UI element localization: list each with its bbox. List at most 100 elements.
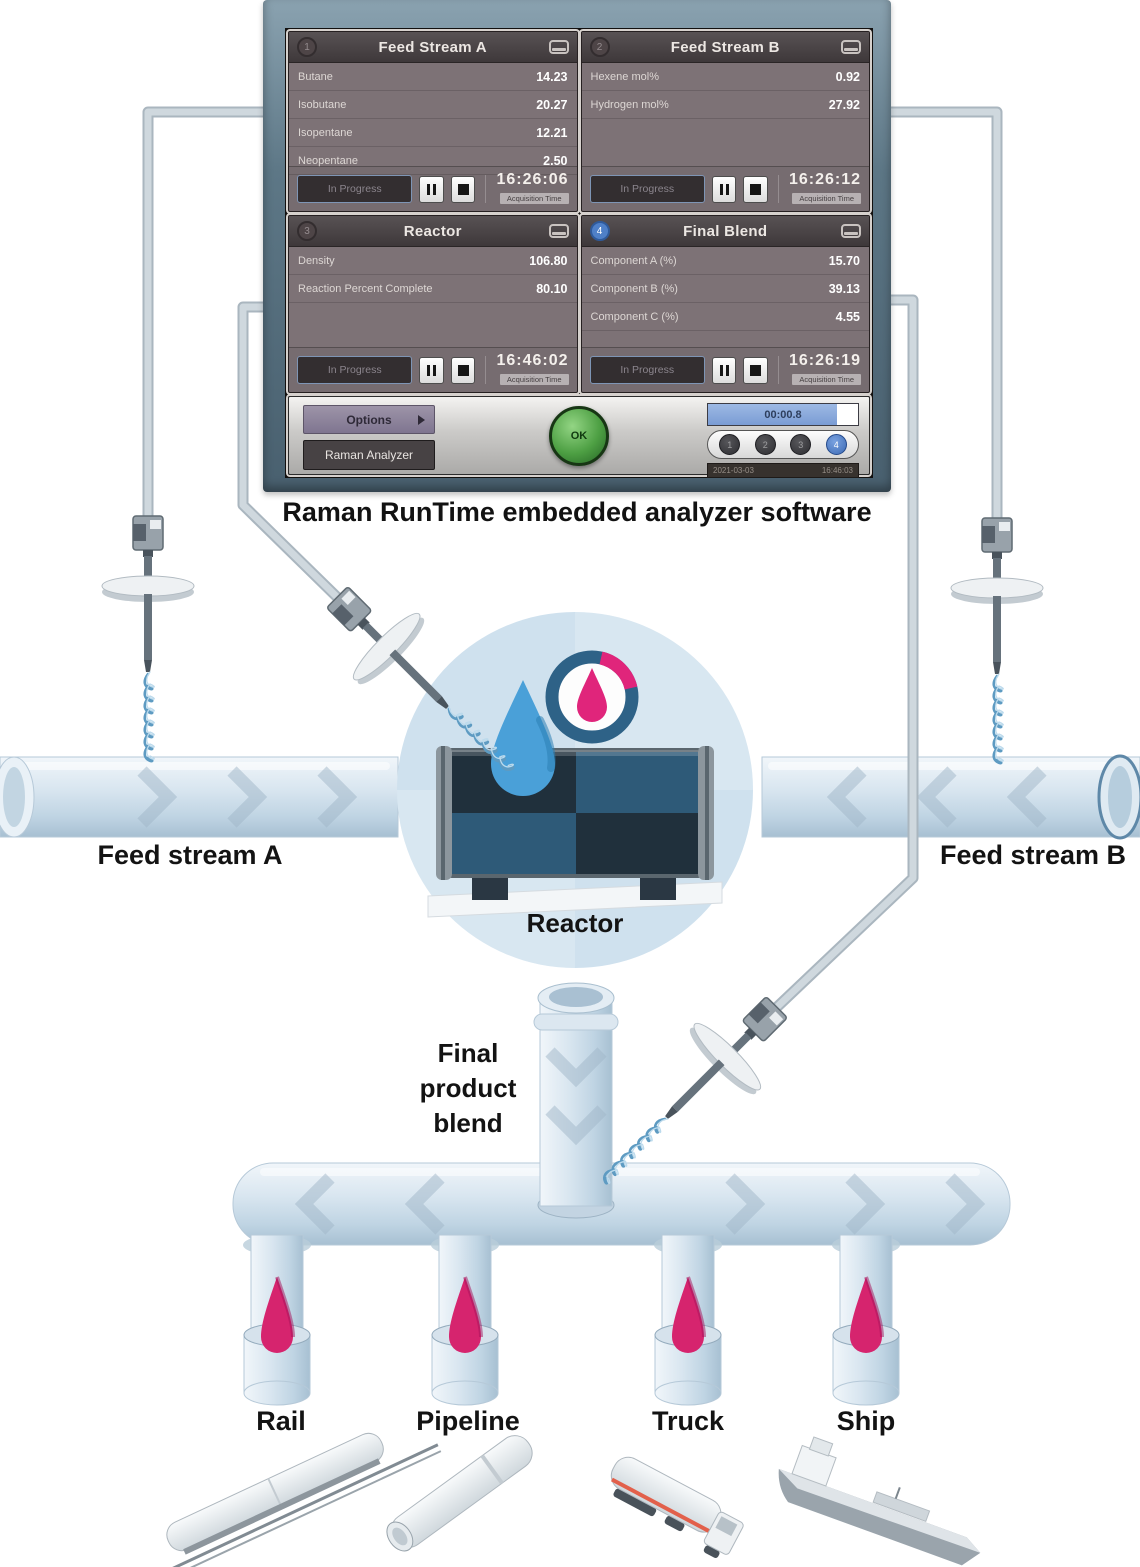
date-time-bar: 2021-03-03 16:46:03 [707,463,859,478]
time-value: 16:46:02 [496,352,569,369]
panel-footer: In Progress 16:26:06 Acquisition Time [289,166,577,211]
panel-reactor: 3 Reactor Density 106.80 Reaction Percen… [288,215,578,393]
rail-label: Rail [256,1406,306,1436]
acquisition-progress-bar: 00:00.8 [707,403,859,426]
measurement-row: Component A (%) 15.70 [581,247,869,275]
row-label: Density [298,254,335,267]
options-label: Options [346,412,392,427]
stop-icon [457,364,469,376]
row-value: 80.10 [536,281,568,296]
row-label: Hydrogen mol% [590,98,669,111]
row-label: Component C (%) [590,310,679,323]
row-value: 39.13 [828,281,860,296]
panel-feed-stream-b: 2 Feed Stream B Hexene mol% 0.92 Hydroge… [580,31,870,212]
raman-analyzer-button[interactable]: Raman Analyzer [303,440,435,470]
row-value: 4.55 [835,309,860,324]
stop-button[interactable] [743,356,768,384]
pause-icon [719,183,723,195]
feed-stream-a-label: Feed stream A [97,840,283,870]
stop-icon [750,364,762,376]
pause-icon [427,364,431,376]
detector-icon [841,40,861,54]
channel-selector: 1 2 3 4 [707,430,859,459]
panel-header: 1 Feed Stream A [289,32,577,63]
reactor-illustration [397,612,753,968]
panel-title: Final Blend [683,222,768,240]
pause-button[interactable] [419,175,444,203]
outlet-truck [653,1233,723,1407]
footer-divider [777,175,779,203]
panel-title: Reactor [403,222,462,240]
row-label: Isobutane [298,98,347,111]
options-button[interactable]: Options [303,405,435,434]
panel-feed-stream-a: 1 Feed Stream A Butane 14.23 Isobutane 2… [288,31,578,212]
stop-button[interactable] [450,175,476,203]
acquisition-time: 16:26:19 Acquisition Time [789,353,861,387]
measurement-row: Isobutane 20.27 [289,91,577,119]
pause-icon [719,364,723,376]
pause-button[interactable] [419,356,444,384]
reactor-tank-icon [436,746,714,900]
acquisition-time: 16:46:02 Acquisition Time [496,352,569,387]
row-value: 0.92 [835,69,860,84]
stop-icon [750,183,762,195]
row-label: Hexene mol% [590,70,659,83]
channel-2-button[interactable]: 2 [754,434,776,455]
measurement-row: Component C (%) 4.55 [581,303,869,331]
panel-title: Feed Stream A [378,38,487,56]
probe-feed-b [949,516,1045,765]
truck-label: Truck [651,1406,725,1436]
status-button[interactable]: In Progress [297,356,413,384]
channel-4-button[interactable]: 4 [825,434,847,455]
pause-button[interactable] [711,175,737,203]
status-button[interactable]: In Progress [589,356,705,384]
detector-icon [841,224,861,238]
stop-button[interactable] [450,356,476,384]
row-label: Component B (%) [590,282,678,295]
row-value: 27.92 [828,97,860,112]
ok-button[interactable]: OK [549,406,609,466]
measurement-rows: Butane 14.23 Isobutane 20.27 Isopentane … [289,63,577,175]
panel-footer: In Progress 16:46:02 Acquisition Time [289,347,577,392]
panel-header: 3 Reactor [289,216,577,247]
runtime-screen: 1 Feed Stream A Butane 14.23 Isobutane 2… [285,28,873,478]
row-label: Neopentane [298,154,358,167]
measurement-row: Component B (%) 39.13 [581,275,869,303]
measurement-rows: Hexene mol% 0.92 Hydrogen mol% 27.92 [581,63,869,119]
gauge-icon [545,650,639,744]
acquisition-cluster: 00:00.8 1 2 3 4 2021-03-03 16:46:03 [707,403,859,478]
software-caption: Raman RunTime embedded analyzer software [282,497,872,527]
probe-feed-a [100,514,196,763]
reactor-label: Reactor [526,908,624,938]
status-button[interactable]: In Progress [589,175,705,203]
final-label-line: product [419,1073,517,1103]
channel-1-button[interactable]: 1 [719,434,741,455]
status-button[interactable]: In Progress [297,175,413,203]
system-date: 2021-03-03 [713,466,754,475]
panel-header: 4 Final Blend [581,216,869,247]
feed-b-pipe [761,754,1140,840]
footer-divider [485,175,487,203]
final-label-line: blend [433,1108,503,1138]
measurement-row: Hydrogen mol% 27.92 [581,91,869,119]
row-value: 20.27 [536,97,568,112]
stop-button[interactable] [743,175,768,203]
acquisition-time: 16:26:06 Acquisition Time [496,172,569,206]
time-label: Acquisition Time [792,193,861,204]
channel-badge-active: 4 [589,221,610,241]
measurement-rows: Density 106.80 Reaction Percent Complete… [289,247,577,303]
pipeline-label: Pipeline [416,1406,520,1436]
measurement-row: Density 106.80 [289,247,577,275]
pause-button[interactable] [711,356,737,384]
row-label: Component A (%) [590,254,677,267]
channel-3-button[interactable]: 3 [790,434,812,455]
ship-label: Ship [836,1406,896,1436]
panel-title: Feed Stream B [670,38,780,56]
row-value: 15.70 [828,253,860,268]
outlet-rail [242,1233,312,1407]
pause-icon [427,183,431,195]
pipeline-icon [386,1435,533,1552]
fiber-cables [142,106,1003,1014]
